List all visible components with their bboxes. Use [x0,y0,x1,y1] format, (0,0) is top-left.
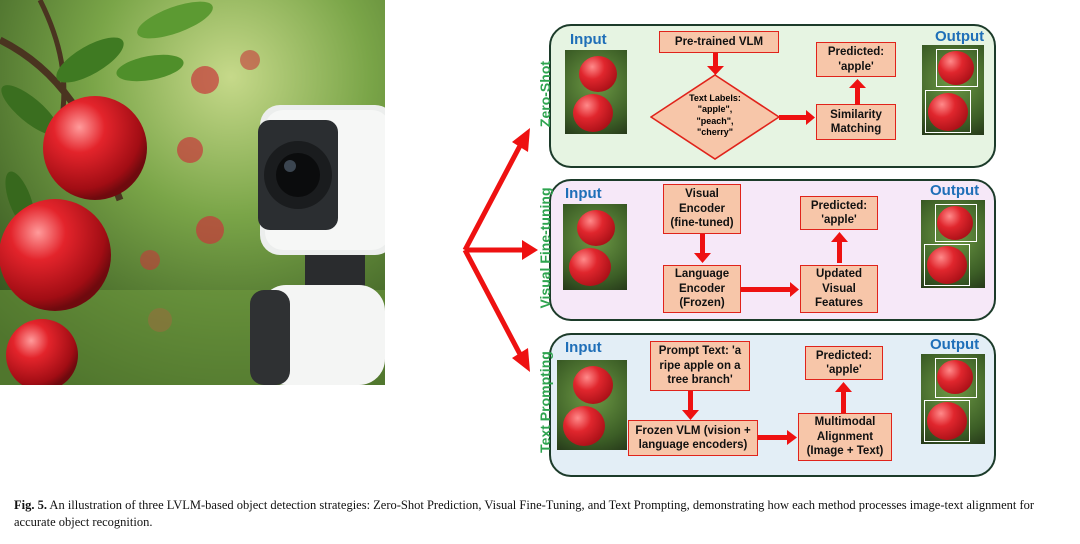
caption-text: An illustration of three LVLM-based obje… [14,498,1035,529]
text-prompting-output-title: Output [930,336,980,353]
detection-box [925,90,971,133]
visual-fine-tuning-arrows [694,232,848,297]
visual-fine-tuning-input-image [563,204,627,290]
zero-shot-arrows [707,53,866,125]
detection-box [936,49,978,87]
detection-box [924,400,970,442]
zero-shot-input-image [565,50,627,134]
visual-fine-tuning-input-title: Input [565,185,602,202]
visual-fine-tuning-output-title: Output [930,182,980,199]
zero-shot-output-image [922,45,984,135]
arrow-to-text-prompting [462,248,525,360]
frozen-vlm-box: Frozen VLM (vision + language encoders) [628,420,758,456]
text-prompting-input-image [557,360,627,450]
detection-box [924,244,970,286]
figure-caption: Fig. 5. An illustration of three LVLM-ba… [14,497,1066,531]
visual-encoder-box: Visual Encoder (fine-tuned) [663,184,741,234]
prompt-text-box: Prompt Text: 'a ripe apple on a tree bra… [650,341,750,391]
text-labels-diamond [650,74,780,160]
arrow-to-zero-shot [462,140,525,252]
orchard-illustration [0,0,385,385]
arrowhead-middle [522,240,538,260]
detection-box [935,204,977,242]
language-encoder-box: Language Encoder (Frozen) [663,265,741,313]
pretrained-vlm-box: Pre-trained VLM [659,31,779,53]
multimodal-alignment-box: Multimodal Alignment (Image + Text) [798,413,892,461]
similarity-matching-box: Similarity Matching [816,104,896,140]
text-prompting-input-title: Input [565,339,602,356]
zero-shot-predicted-box: Predicted: 'apple' [816,42,896,77]
text-labels-diamond-text: Text Labels: "apple", "peach", "cherry" [689,93,741,137]
caption-label: Fig. 5. [14,498,47,512]
arrowhead-top [512,128,530,152]
zero-shot-input-title: Input [570,31,607,48]
apple-orchard-robot-photo [0,0,385,385]
zero-shot-output-title: Output [935,28,985,45]
detection-box [935,358,977,398]
arrowhead-bottom [512,348,530,372]
text-prompting-predicted-box: Predicted: 'apple' [805,346,883,380]
text-prompting-arrows [682,382,852,445]
visual-fine-tuning-output-image [921,200,985,288]
branch-arrows [462,128,538,372]
visual-fine-tuning-predicted-box: Predicted: 'apple' [800,196,878,230]
updated-visual-features-box: Updated Visual Features [800,265,878,313]
text-prompting-output-image [921,354,985,444]
